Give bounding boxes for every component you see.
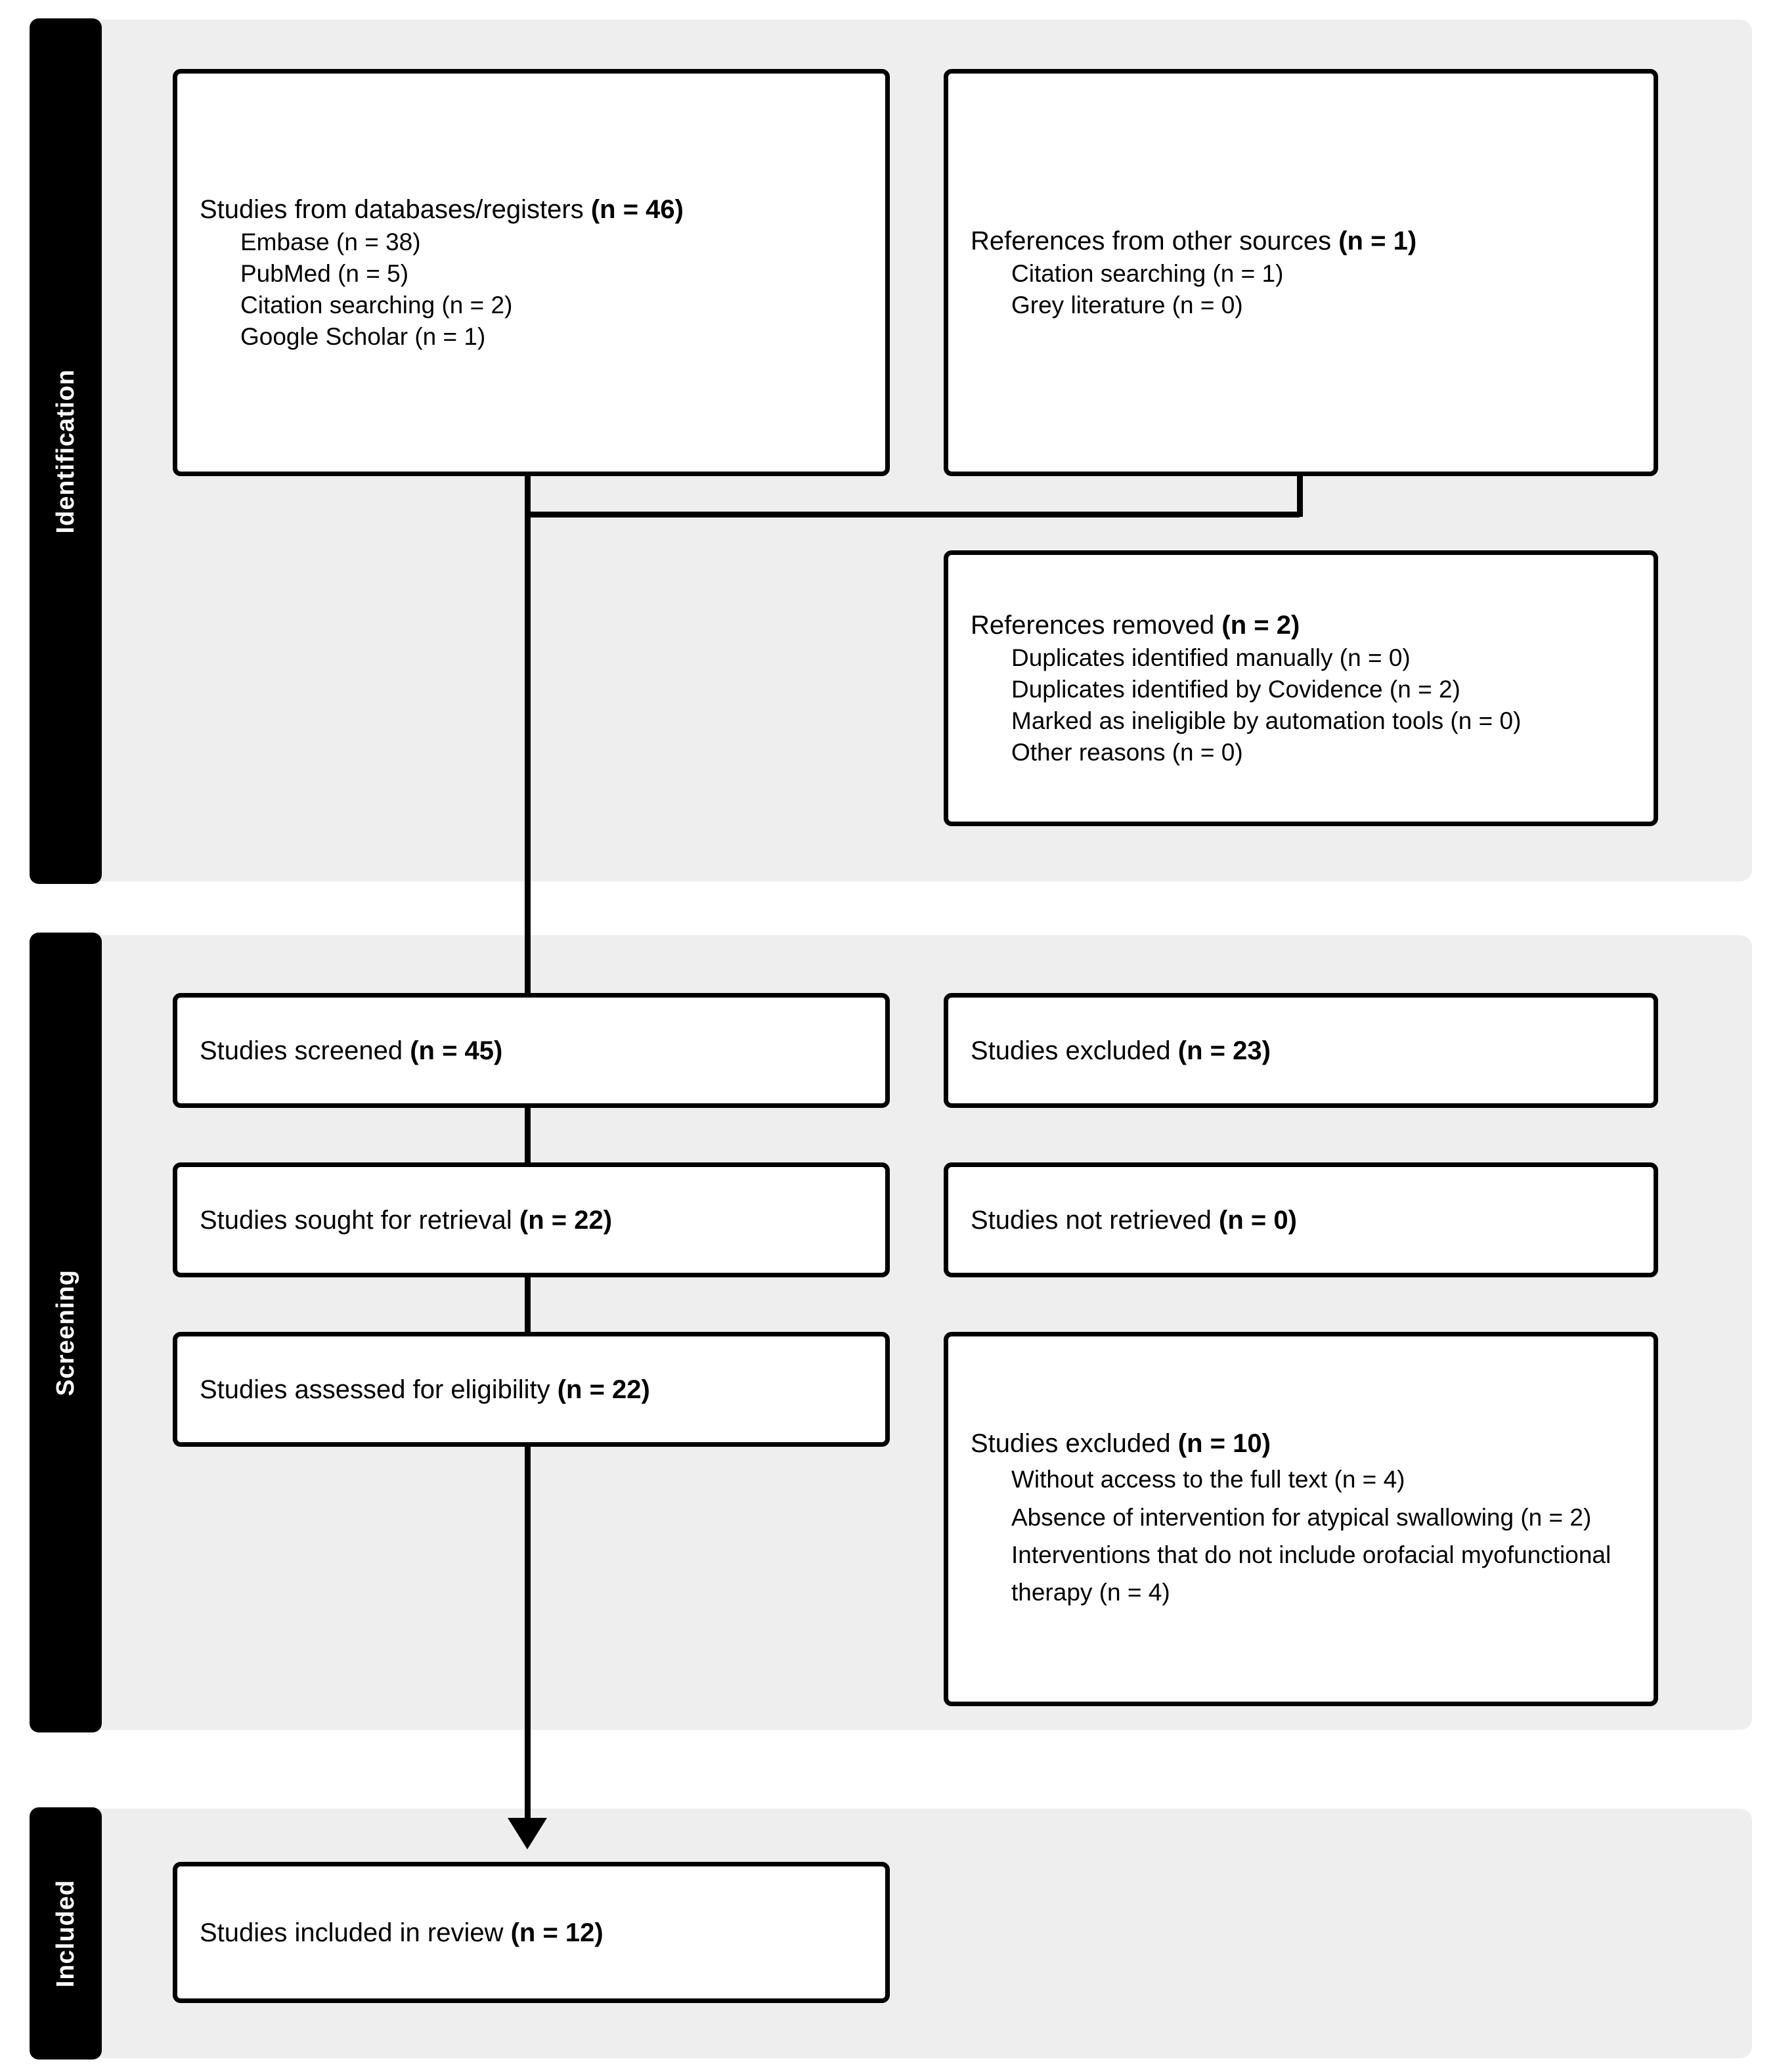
box-sought-headline-count: (n = 22) — [519, 1205, 613, 1235]
box-references-removed: References removed (n = 2) Duplicates id… — [944, 550, 1658, 826]
box-removed-headline: References removed (n = 2) — [971, 608, 1631, 642]
stage-label-identification: Identification — [51, 368, 79, 534]
box-studies-included-in-review: Studies included in review (n = 12) — [173, 1862, 890, 2003]
box-assessed-headline: Studies assessed for eligibility (n = 22… — [200, 1373, 863, 1407]
box-not-retrieved-headline-count: (n = 0) — [1219, 1205, 1297, 1235]
stage-tab-included: Included — [30, 1807, 102, 2060]
stage-tab-screening: Screening — [30, 933, 102, 1732]
box-removed-sub-1: Duplicates identified by Covidence (n = … — [1011, 675, 1460, 703]
box-excluded-eligibility-headline-count: (n = 10) — [1177, 1429, 1271, 1459]
box-studies-assessed-for-eligibility: Studies assessed for eligibility (n = 22… — [173, 1332, 890, 1447]
box-included-headline-text: Studies included in review — [200, 1918, 511, 1947]
box-databases-sub-2: Citation searching (n = 2) — [240, 292, 513, 319]
box-excluded-eligibility-headline-text: Studies excluded — [971, 1429, 1178, 1459]
box-databases-headline-count: (n = 46) — [590, 194, 684, 224]
box-other-sources-sub-1: Grey literature (n = 0) — [1011, 292, 1243, 319]
box-removed-sub-2: Marked as ineligible by automation tools… — [1011, 707, 1522, 734]
box-databases-sub-1: PubMed (n = 5) — [240, 259, 409, 287]
box-references-other-sources: References from other sources (n = 1) Ci… — [944, 69, 1658, 476]
box-assessed-headline-text: Studies assessed for eligibility — [200, 1375, 558, 1404]
box-excluded-screening-headline-count: (n = 23) — [1177, 1036, 1271, 1065]
box-included-headline-count: (n = 12) — [510, 1918, 603, 1947]
stage-label-screening: Screening — [51, 1269, 79, 1396]
box-excluded-eligibility-sub-0: Without access to the full text (n = 4) — [1011, 1466, 1405, 1493]
connector-identification-horizontal — [525, 512, 1300, 518]
box-removed-headline-count: (n = 2) — [1221, 610, 1300, 640]
connector-other-sources-stub — [1297, 476, 1303, 517]
box-other-sources-sub-0: Citation searching (n = 1) — [1011, 259, 1284, 287]
box-other-sources-headline: References from other sources (n = 1) — [971, 224, 1631, 258]
box-studies-from-databases: Studies from databases/registers (n = 46… — [173, 69, 890, 476]
box-studies-screened: Studies screened (n = 45) — [173, 993, 890, 1108]
box-included-headline: Studies included in review (n = 12) — [200, 1916, 863, 1950]
box-databases-headline: Studies from databases/registers (n = 46… — [200, 192, 863, 227]
box-not-retrieved-headline: Studies not retrieved (n = 0) — [971, 1203, 1631, 1237]
box-screened-headline-text: Studies screened — [200, 1036, 410, 1065]
box-databases-headline-text: Studies from databases/registers — [200, 194, 591, 224]
box-removed-sub-3: Other reasons (n = 0) — [1011, 739, 1243, 766]
connector-main-vertical — [525, 476, 531, 993]
box-studies-excluded-eligibility: Studies excluded (n = 10) Without access… — [944, 1332, 1658, 1706]
box-assessed-headline-count: (n = 22) — [557, 1375, 650, 1404]
box-studies-excluded-screening: Studies excluded (n = 23) — [944, 993, 1658, 1108]
box-studies-sought-for-retrieval: Studies sought for retrieval (n = 22) — [173, 1162, 890, 1277]
connector-screened-to-sought — [525, 1108, 531, 1162]
box-excluded-eligibility-sub-2: Interventions that do not include orofac… — [1011, 1541, 1612, 1606]
box-databases-sub-3: Google Scholar (n = 1) — [240, 323, 486, 351]
box-removed-sub-0: Duplicates identified manually (n = 0) — [1011, 644, 1411, 671]
arrowhead-icon-included — [508, 1818, 547, 1849]
box-databases-sub-0: Embase (n = 38) — [240, 228, 421, 255]
box-excluded-eligibility-sub-1: Absence of intervention for atypical swa… — [1011, 1503, 1592, 1531]
connector-sought-to-assessed — [525, 1277, 531, 1332]
box-excluded-screening-headline-text: Studies excluded — [971, 1036, 1178, 1065]
box-other-sources-headline-count: (n = 1) — [1338, 226, 1417, 255]
connector-assessed-to-included — [525, 1447, 531, 1828]
box-sought-headline-text: Studies sought for retrieval — [200, 1205, 519, 1235]
box-studies-not-retrieved: Studies not retrieved (n = 0) — [944, 1162, 1658, 1277]
box-not-retrieved-headline-text: Studies not retrieved — [971, 1205, 1219, 1235]
box-excluded-eligibility-headline: Studies excluded (n = 10) — [971, 1426, 1631, 1461]
box-excluded-screening-headline: Studies excluded (n = 23) — [971, 1034, 1631, 1068]
box-other-sources-headline-text: References from other sources — [971, 226, 1339, 255]
stage-tab-identification: Identification — [30, 18, 102, 884]
box-screened-headline-count: (n = 45) — [410, 1036, 503, 1065]
box-sought-headline: Studies sought for retrieval (n = 22) — [200, 1203, 863, 1237]
box-removed-headline-text: References removed — [971, 610, 1222, 640]
stage-label-included: Included — [51, 1879, 79, 1988]
box-screened-headline: Studies screened (n = 45) — [200, 1034, 863, 1068]
